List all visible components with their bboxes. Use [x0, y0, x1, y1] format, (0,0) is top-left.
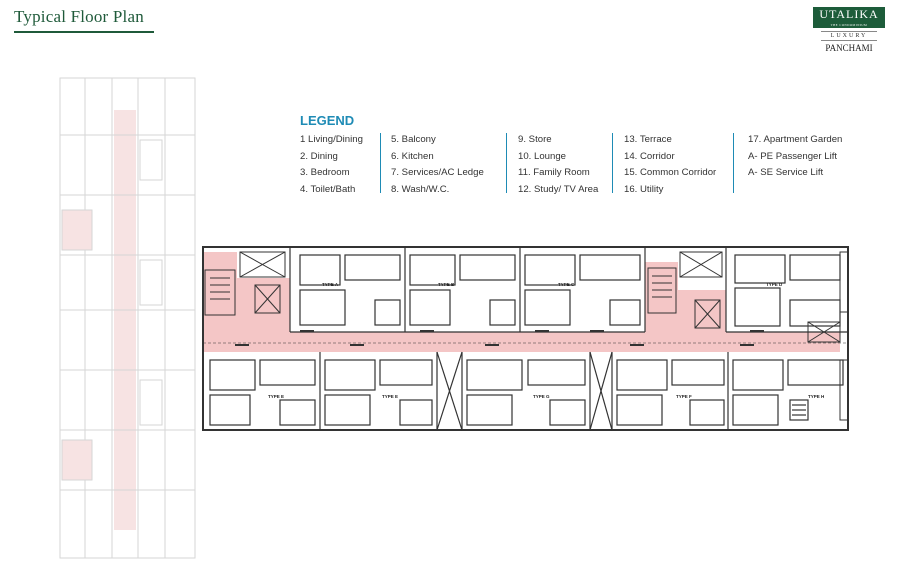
legend-item: 2. Dining [300, 150, 338, 162]
unit-label-bottom-2: TYPE E [382, 394, 398, 399]
unit-label-bottom-1: TYPE E [268, 394, 284, 399]
legend-item: 14. Corridor [624, 150, 675, 162]
legend-column-2: 5. Balcony 6. Kitchen 7. Services/AC Led… [391, 132, 484, 198]
faded-building-outline [59, 77, 196, 559]
logo-panchami: PANCHAMI [825, 43, 873, 53]
legend-item: A- PE Passenger Lift [748, 150, 838, 162]
legend-item: 13. Terrace [624, 134, 672, 145]
legend-item: 1 Living/Dining [300, 134, 363, 145]
legend-item: 12. Study/ TV Area [518, 183, 599, 195]
unit-label-bottom-5: TYPE H [808, 394, 824, 399]
legend-item: 5. Balcony [391, 134, 436, 145]
title-underline [14, 31, 154, 33]
legend-item: 11. Family Room [518, 167, 590, 178]
unit-label-bottom-4: TYPE F [676, 394, 692, 399]
page-title: Typical Floor Plan [14, 7, 144, 26]
legend-divider [612, 133, 613, 193]
unit-label-top-4: TYPE D [766, 282, 783, 287]
brand-logo: UTALIKA THE CONDOMINIUM LUXURY PANCHAMI [813, 7, 885, 59]
legend-item: 7. Services/AC Ledge [391, 167, 484, 178]
legend-item: 6. Kitchen [391, 150, 434, 162]
legend-item: 10. Lounge [518, 150, 567, 162]
legend-item: 15. Common Corridor [624, 167, 717, 178]
legend-item: 3. Bedroom [300, 167, 350, 178]
logo-brand: UTALIKA [819, 7, 879, 21]
legend-divider [380, 133, 381, 193]
logo-tagline: THE CONDOMINIUM [830, 23, 868, 27]
main-floor-plate [202, 246, 849, 431]
legend-item: 4. Toilet/Bath [300, 183, 356, 195]
legend-column-5: 17. Apartment Garden A- PE Passenger Lif… [748, 132, 842, 182]
legend-column-4: 13. Terrace 14. Corridor 15. Common Corr… [624, 132, 716, 198]
legend-column-1: 1 Living/Dining 2. Dining 3. Bedroom 4. … [300, 132, 363, 198]
legend-divider [506, 133, 507, 193]
legend-item: 16. Utility [624, 183, 664, 195]
legend-item: 17. Apartment Garden [748, 134, 843, 145]
common-corridor [203, 252, 840, 352]
logo-brand-block: UTALIKA THE CONDOMINIUM [813, 7, 885, 28]
legend-item: A- SE Service Lift [748, 167, 824, 178]
legend-column-3: 9. Store 10. Lounge 11. Family Room 12. … [518, 132, 598, 198]
unit-label-top-2: TYPE B [438, 282, 455, 287]
logo-luxury: LUXURY [821, 31, 877, 41]
unit-label-top-1: TYPE A [322, 282, 339, 287]
unit-label-bottom-3: TYPE G [533, 394, 550, 399]
unit-label-top-3: TYPE C [558, 282, 575, 287]
legend-title: LEGEND [300, 113, 355, 128]
legend-divider [733, 133, 734, 193]
legend-item: 9. Store [518, 134, 552, 145]
legend-item: 8. Wash/W.C. [391, 183, 450, 195]
